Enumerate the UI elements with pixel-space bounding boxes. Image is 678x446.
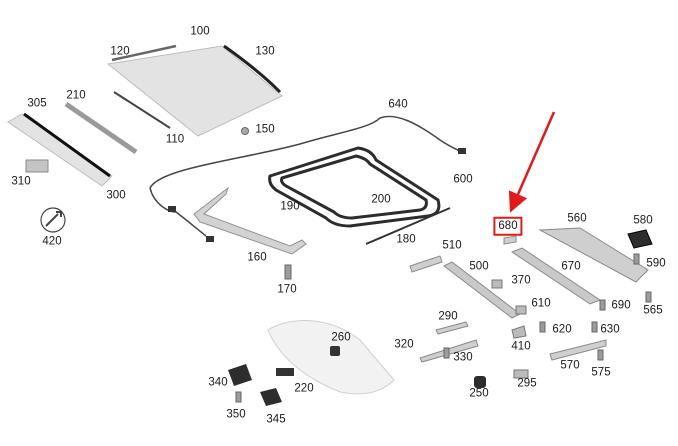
label-350: 350 (226, 408, 246, 421)
label-295: 295 (517, 377, 537, 390)
rail-560 (538, 227, 649, 283)
sunblind-panel (7, 113, 113, 187)
label-575: 575 (591, 366, 611, 379)
label-345: 345 (266, 413, 286, 426)
screw-170 (284, 264, 292, 280)
part-260 (330, 346, 340, 356)
label-110: 110 (165, 133, 185, 146)
part-220 (276, 368, 294, 376)
label-260: 260 (331, 331, 351, 344)
part-250 (474, 376, 486, 388)
drain-hose-640 (149, 115, 463, 189)
label-570: 570 (560, 359, 580, 372)
roof-panel-glass (106, 45, 283, 137)
label-610: 610 (531, 297, 551, 310)
frame-160 (193, 186, 307, 255)
highlight-arrow (508, 111, 556, 213)
headliner-shell (267, 320, 395, 395)
label-190: 190 (280, 200, 300, 213)
label-670: 670 (561, 260, 581, 273)
label-420: 420 (42, 235, 62, 248)
label-410: 410 (511, 340, 531, 353)
screw-630 (591, 321, 598, 333)
label-340: 340 (208, 376, 228, 389)
label-150: 150 (255, 123, 275, 136)
label-180: 180 (396, 233, 416, 246)
label-250: 250 (469, 387, 489, 400)
label-620: 620 (552, 323, 572, 336)
label-590: 590 (646, 257, 666, 270)
label-560: 560 (567, 212, 587, 225)
label-120: 120 (110, 45, 130, 58)
label-170: 170 (277, 283, 297, 296)
block-310 (25, 159, 49, 173)
frame-seal-200 (280, 154, 428, 220)
label-330: 330 (453, 351, 473, 364)
label-290: 290 (438, 310, 458, 323)
strip-290 (435, 321, 469, 335)
screw-575 (597, 349, 604, 361)
label-300: 300 (106, 189, 126, 202)
screw-330 (443, 347, 450, 359)
screw-350 (235, 391, 242, 403)
label-100: 100 (190, 25, 210, 38)
screw-690 (599, 299, 606, 311)
label-680-highlighted: 680 (493, 216, 523, 236)
label-220: 220 (294, 382, 314, 395)
screw-565 (645, 291, 652, 303)
label-565: 565 (643, 304, 663, 317)
screw-620 (539, 321, 546, 333)
rail-210 (64, 101, 138, 155)
label-305: 305 (27, 97, 47, 110)
seal-strip-130 (223, 44, 282, 94)
label-370: 370 (511, 274, 531, 287)
screw-590 (633, 253, 640, 265)
seal-strip-180 (365, 207, 451, 245)
label-320: 320 (394, 338, 414, 351)
part-680 (503, 235, 517, 245)
motor-345 (260, 388, 282, 406)
label-600: 600 (453, 173, 473, 186)
label-310: 310 (11, 175, 31, 188)
part-510 (409, 255, 443, 273)
seal-strip-120 (111, 44, 177, 62)
label-640: 640 (388, 98, 408, 111)
label-500: 500 (469, 260, 489, 273)
label-130: 130 (255, 45, 275, 58)
label-510: 510 (442, 239, 462, 252)
part-410 (511, 325, 527, 339)
part-610 (515, 305, 527, 315)
label-200: 200 (371, 193, 391, 206)
strip-570 (549, 339, 607, 361)
motor-580 (627, 229, 653, 249)
part-295 (513, 369, 529, 379)
label-690: 690 (611, 299, 631, 312)
label-580: 580 (633, 214, 653, 227)
label-160: 160 (247, 251, 267, 264)
motor-340 (228, 364, 252, 386)
seal-strip-110 (113, 91, 171, 129)
screw-150 (241, 127, 249, 135)
label-210: 210 (66, 89, 86, 102)
trim-strip-300 (23, 112, 111, 178)
part-370 (491, 279, 503, 289)
frame-seal-190 (268, 146, 441, 228)
label-630: 630 (600, 323, 620, 336)
